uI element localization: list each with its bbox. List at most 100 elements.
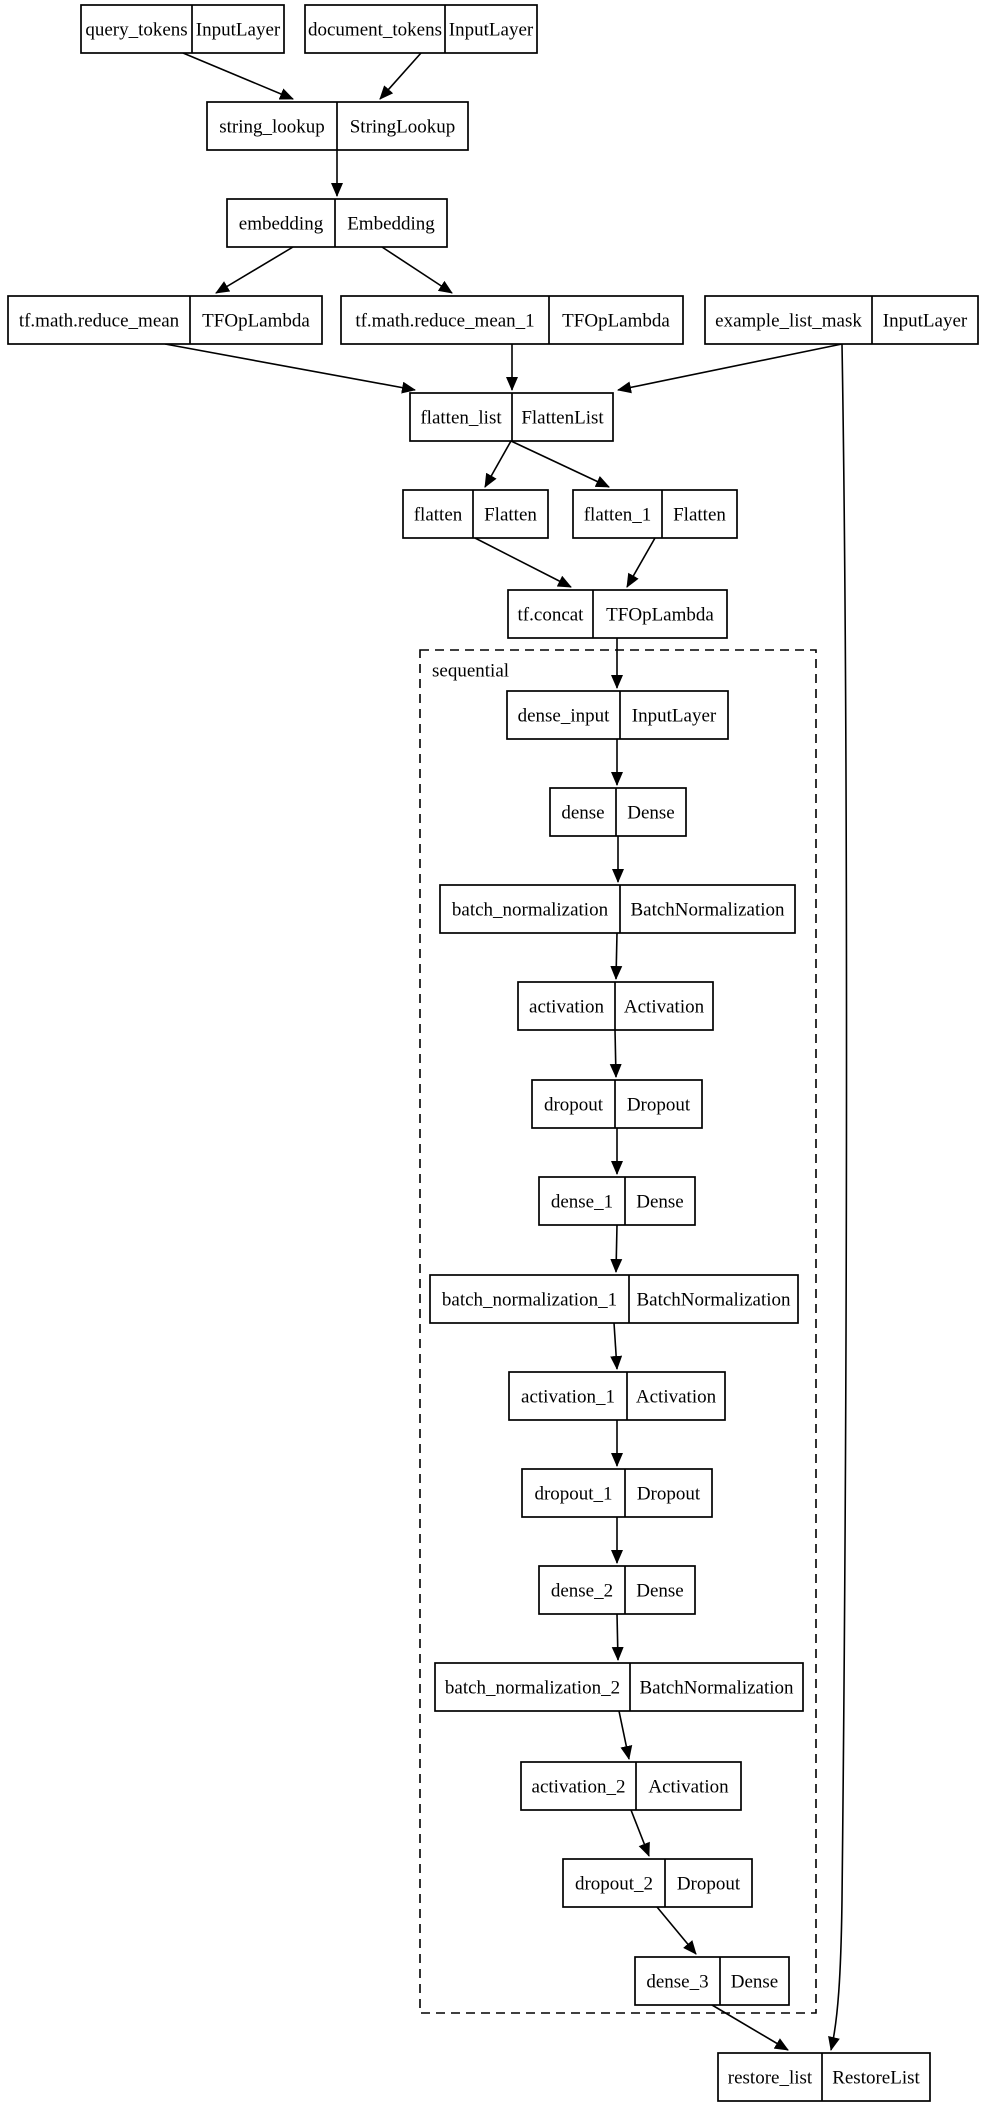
layer-name-label: dropout_1	[534, 1484, 612, 1505]
layer-name-label: dense_3	[646, 1972, 708, 1993]
layer-type-label: InputLayer	[449, 20, 534, 41]
node-dense: dense Dense	[549, 787, 687, 837]
node-box	[520, 1761, 742, 1811]
node-dense_3: dense_3 Dense	[634, 1956, 790, 2006]
node-box	[531, 1079, 703, 1129]
edge-dropout_2-to-dense_3	[656, 1906, 697, 1955]
node-dropout_1: dropout_1 Dropout	[521, 1468, 713, 1518]
layer-name-label: flatten	[414, 505, 463, 526]
layer-type-label: InputLayer	[196, 20, 281, 41]
layer-name-label: batch_normalization_1	[442, 1290, 617, 1311]
edge-batch_normalization_1-to-activation_1	[610, 1322, 623, 1370]
cluster-label-sequential: sequential	[432, 661, 509, 682]
node-tf.math.reduce_mean: tf.math.reduce_mean TFOpLambda	[7, 295, 323, 345]
layer-type-label: InputLayer	[883, 311, 968, 332]
layer-name-label: flatten_list	[420, 408, 502, 429]
node-batch_normalization: batch_normalization BatchNormalization	[439, 884, 796, 934]
node-box	[226, 198, 448, 248]
layer-type-label: BatchNormalization	[636, 1290, 791, 1311]
node-activation_1: activation_1 Activation	[508, 1371, 726, 1421]
node-box	[521, 1468, 713, 1518]
layer-name-label: example_list_mask	[715, 311, 862, 332]
edge-batch_normalization_2-to-activation_2	[618, 1710, 633, 1760]
edge-dense_3-to-restore_list	[711, 2004, 789, 2051]
node-box	[704, 295, 979, 345]
node-box	[402, 489, 549, 539]
layer-type-label: RestoreList	[832, 2068, 920, 2089]
layer-type-label: Activation	[624, 997, 705, 1018]
edge-activation-to-dropout	[609, 1029, 622, 1078]
layer-name-label: batch_normalization_2	[445, 1678, 620, 1699]
layer-name-label: dropout	[544, 1095, 604, 1116]
layer-type-label: Dense	[731, 1972, 778, 1993]
node-batch_normalization_1: batch_normalization_1 BatchNormalization	[429, 1274, 799, 1324]
layer-name-label: activation_1	[521, 1387, 615, 1408]
layer-name-label: restore_list	[728, 2068, 813, 2089]
edge-example_list_mask-to-flatten_list	[617, 343, 843, 394]
edge-activation_2-to-dropout_2	[630, 1809, 650, 1857]
layer-type-label: TFOpLambda	[202, 311, 310, 332]
layer-name-label: batch_normalization	[452, 900, 609, 921]
node-box	[538, 1176, 696, 1226]
layer-type-label: Embedding	[347, 214, 435, 235]
node-box	[538, 1565, 696, 1615]
layer-name-label: string_lookup	[219, 117, 325, 138]
sequential-cluster-border	[419, 649, 817, 2014]
node-box	[506, 690, 729, 740]
edge-flatten_list-to-flatten	[484, 440, 512, 488]
node-example_list_mask: example_list_mask InputLayer	[704, 295, 979, 345]
node-box	[304, 4, 538, 54]
node-flatten_1: flatten_1 Flatten	[572, 489, 738, 539]
layer-type-label: TFOpLambda	[562, 311, 670, 332]
edge-example_list_mask-to-restore_list	[828, 343, 848, 2051]
layer-name-label: dense_2	[551, 1581, 613, 1602]
layer-name-label: tf.concat	[518, 605, 585, 626]
node-box	[429, 1274, 799, 1324]
layer-name-label: tf.math.reduce_mean	[19, 311, 180, 332]
node-box	[80, 4, 285, 54]
layer-name-label: flatten_1	[584, 505, 652, 526]
node-restore_list: restore_list RestoreList	[717, 2052, 931, 2102]
edge-embedding-to-tf.math.reduce_mean	[215, 246, 294, 294]
layer-type-label: Activation	[636, 1387, 717, 1408]
edge-tf.math.reduce_mean-to-flatten_list	[164, 343, 416, 394]
layer-type-label: FlattenList	[521, 408, 604, 429]
edge-dense_1-to-batch_normalization_1	[610, 1224, 623, 1273]
layer-type-label: BatchNormalization	[639, 1678, 794, 1699]
node-box	[562, 1858, 753, 1908]
layer-type-label: Flatten	[673, 505, 726, 526]
layer-type-label: Activation	[648, 1777, 729, 1798]
edge-dense_2-to-batch_normalization_2	[611, 1613, 624, 1661]
layer-type-label: BatchNormalization	[630, 900, 785, 921]
layer-type-label: Dense	[636, 1192, 683, 1213]
node-box	[7, 295, 323, 345]
layer-name-label: embedding	[239, 214, 324, 235]
node-box	[549, 787, 687, 837]
layer-name-label: dense_input	[518, 706, 611, 727]
edge-batch_normalization-to-activation	[610, 932, 623, 980]
node-box	[434, 1662, 804, 1712]
layer-name-label: dense	[561, 803, 604, 824]
layer-type-label: Dropout	[637, 1484, 701, 1505]
node-flatten: flatten Flatten	[402, 489, 549, 539]
layer-type-label: Flatten	[484, 505, 537, 526]
edge-flatten_list-to-flatten_1	[510, 440, 610, 488]
layer-type-label: Dense	[627, 803, 674, 824]
layer-name-label: dense_1	[551, 1192, 613, 1213]
edge-flatten-to-tf.concat	[474, 537, 572, 588]
edge-query_tokens-to-string_lookup	[182, 52, 294, 100]
node-box	[572, 489, 738, 539]
node-flatten_list: flatten_list FlattenList	[409, 392, 614, 442]
node-box	[340, 295, 684, 345]
